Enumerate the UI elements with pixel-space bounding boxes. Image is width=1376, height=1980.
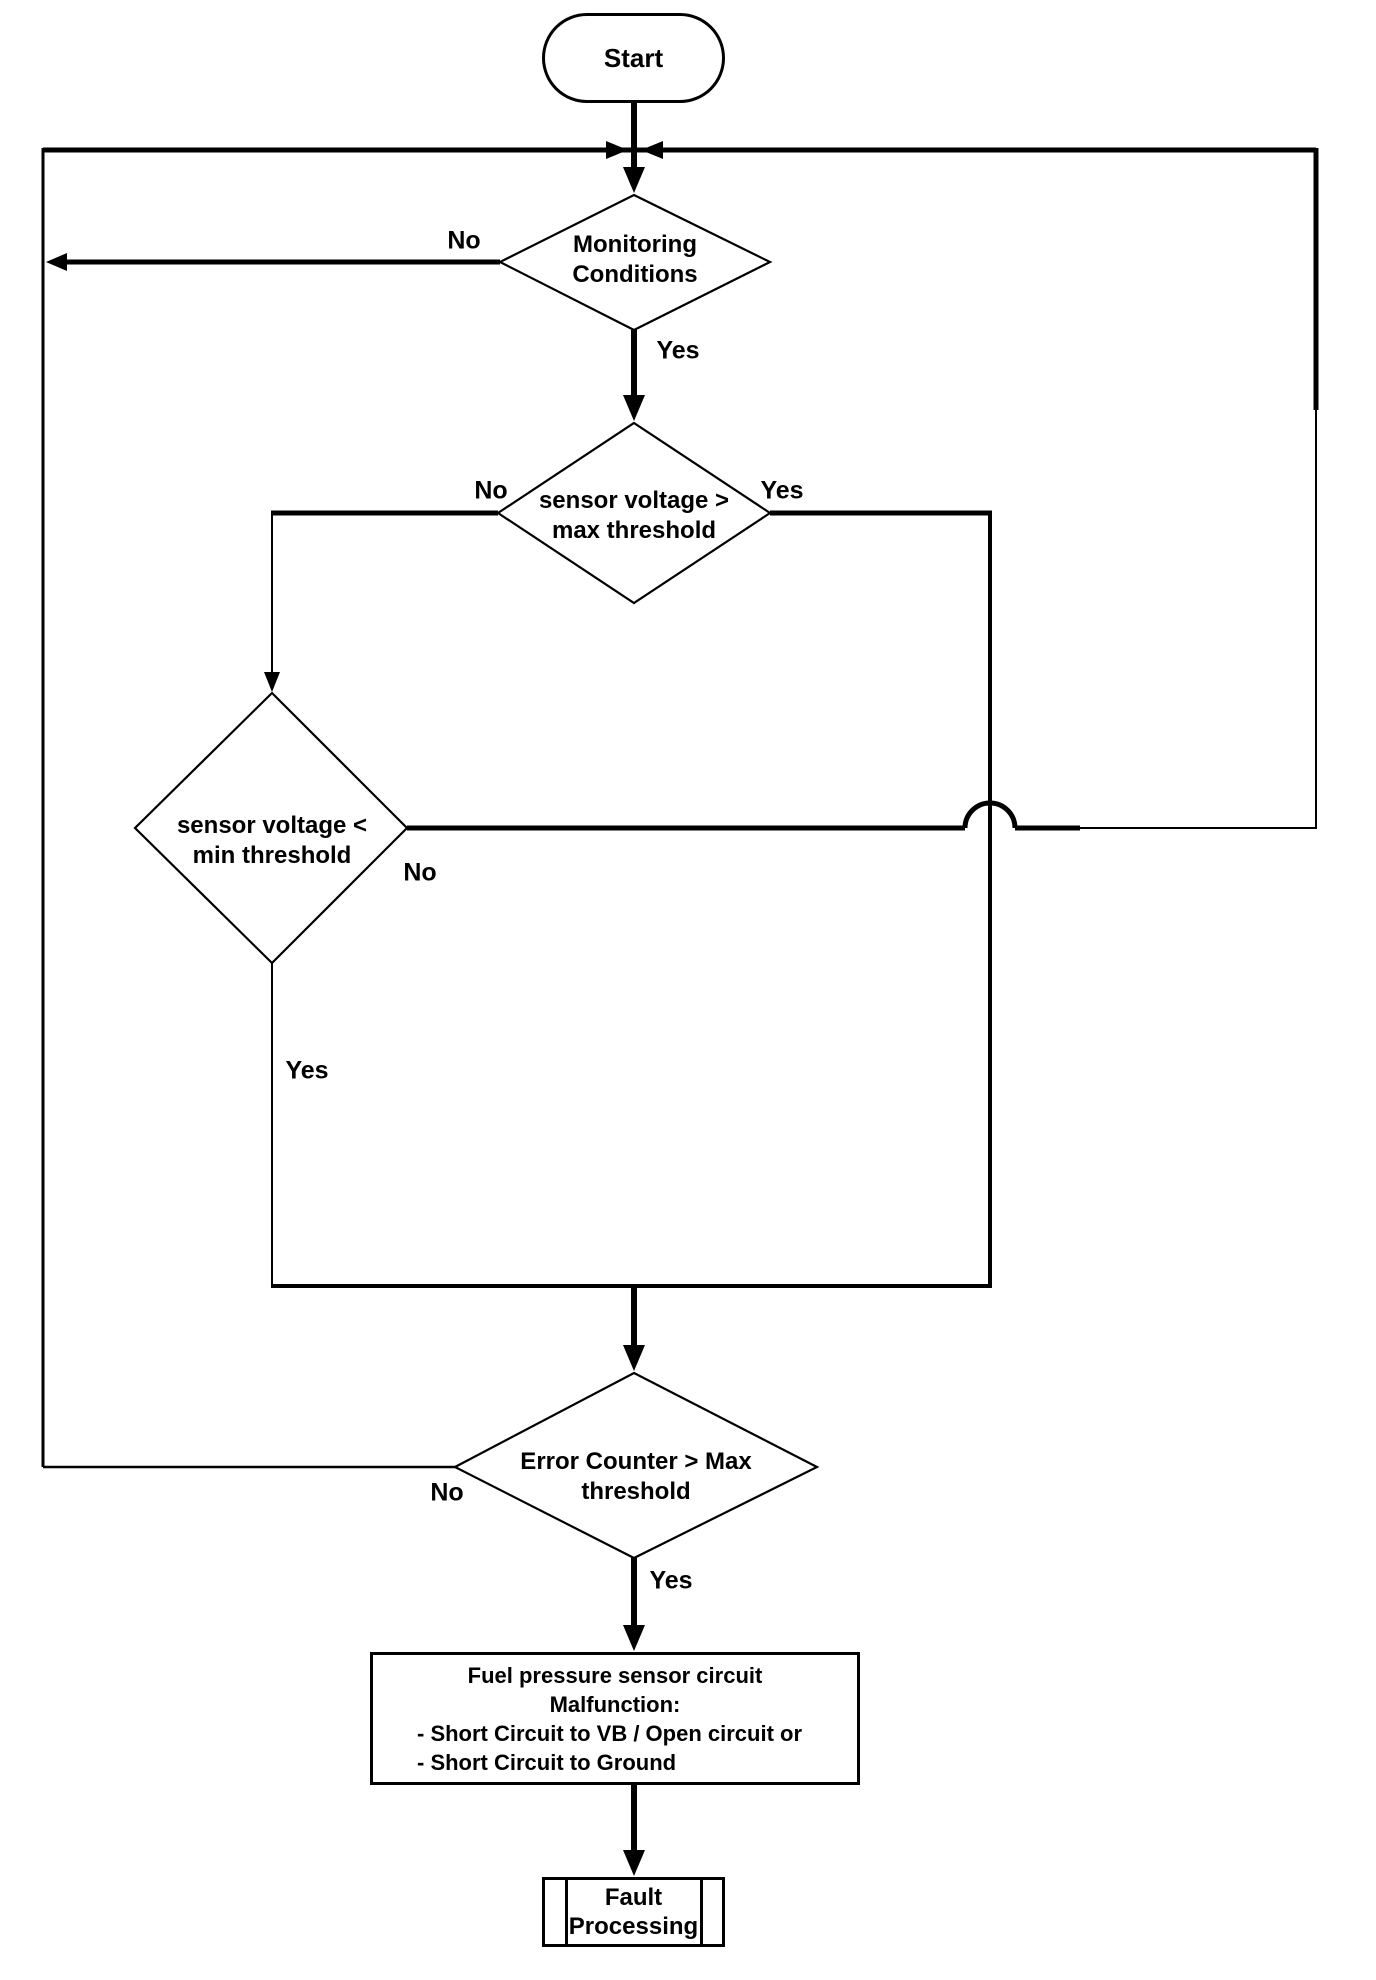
start-connector (623, 103, 645, 193)
label-max-no: No (474, 476, 508, 505)
max-yes-connector (770, 510, 992, 1288)
min-yes-connector (271, 963, 992, 1288)
label-min-yes: Yes (285, 1056, 329, 1085)
max-threshold-label: sensor voltage > max threshold (538, 487, 730, 544)
malfunction-line2: Malfunction: (549, 1691, 681, 1717)
min-threshold-label: sensor voltage < min threshold (176, 812, 368, 869)
label-monitoring-no: No (447, 226, 481, 255)
to-error-counter-connector (623, 1286, 645, 1371)
error-counter-diamond (452, 1371, 820, 1560)
malfunction-line4: - Short Circuit to Ground (417, 1749, 677, 1775)
fault-inner-bar-right (700, 1880, 703, 1944)
min-no-connector (407, 800, 1317, 831)
max-no-connector (264, 510, 498, 692)
monitoring-yes-connector (623, 330, 645, 421)
monitoring-diamond (497, 193, 773, 332)
label-max-yes: Yes (760, 476, 804, 505)
malfunction-box: Fuel pressure sensor circuit Malfunction… (370, 1652, 860, 1785)
fault-processing-label: Fault Processing (568, 1884, 699, 1940)
fault-processing-box: Fault Processing (542, 1877, 725, 1947)
monitoring-label: Monitoring Conditions (572, 231, 698, 288)
label-monitoring-yes: Yes (656, 336, 700, 365)
monitoring-no-connector (46, 253, 500, 271)
malfunction-line1: Fuel pressure sensor circuit (467, 1662, 763, 1688)
start-label: Start (603, 42, 664, 73)
start-node: Start (542, 13, 725, 103)
malfunction-to-fault-connector (623, 1785, 645, 1876)
min-threshold-diamond (133, 691, 409, 965)
fault-inner-bar-left (565, 1880, 568, 1944)
label-min-no: No (403, 858, 437, 887)
max-threshold-diamond (496, 421, 772, 605)
label-error-no: No (430, 1478, 464, 1507)
malfunction-line3: - Short Circuit to VB / Open circuit or (417, 1720, 803, 1746)
error-counter-label: Error Counter > Max threshold (520, 1448, 752, 1505)
label-error-yes: Yes (649, 1566, 693, 1595)
top-loop-line (43, 141, 1316, 159)
error-yes-connector (623, 1558, 645, 1651)
